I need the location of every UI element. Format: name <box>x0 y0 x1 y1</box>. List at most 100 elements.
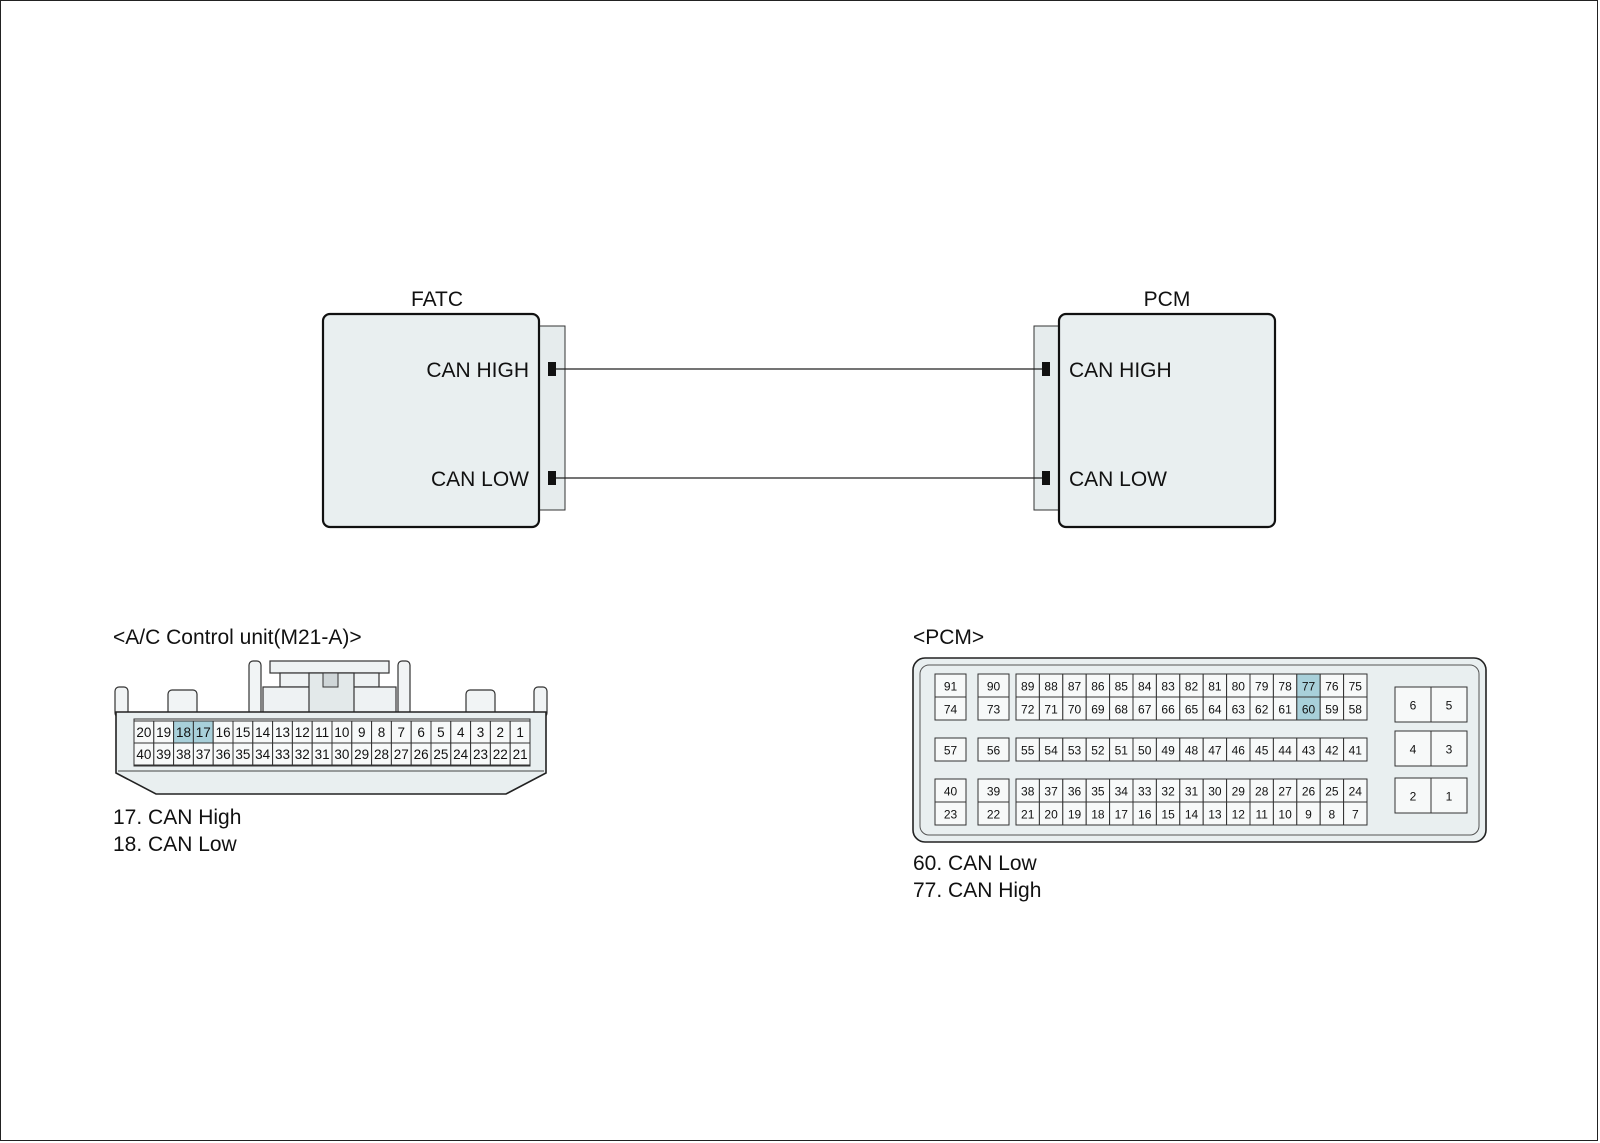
pin-box <box>977 801 1010 826</box>
pin-number: 7 <box>1352 808 1359 822</box>
pin-cell: 35 <box>232 742 254 766</box>
pin-number: 36 <box>216 747 231 762</box>
pin-number: 33 <box>275 747 290 762</box>
pin-cell: 18 <box>173 720 194 744</box>
fatc-can-low-terminal <box>548 471 556 485</box>
pin-cell: 16 <box>212 720 234 744</box>
pin-cell: 38 <box>1015 778 1040 803</box>
pin-number: 58 <box>1349 703 1363 717</box>
pin-box <box>1394 777 1432 814</box>
pin-cell: 87 <box>1062 673 1087 698</box>
pin-number: 12 <box>1232 808 1246 822</box>
pin-cell: 15 <box>1155 801 1181 826</box>
pin-cell: 2 <box>1394 777 1432 814</box>
pin-number: 10 <box>1278 808 1292 822</box>
pcm-can-high-terminal <box>1042 362 1050 376</box>
pin-number: 19 <box>1068 808 1082 822</box>
pin-cell: 50 <box>1132 737 1157 762</box>
pin-cell: 40 <box>934 778 967 803</box>
pin-number: 6 <box>1410 699 1417 713</box>
pin-cell: 13 <box>1202 801 1228 826</box>
pin-number: 70 <box>1068 703 1082 717</box>
pin-number: 29 <box>354 747 369 762</box>
pin-box <box>977 696 1010 721</box>
pin-cell: 51 <box>1109 737 1134 762</box>
pcm-title: PCM <box>1144 288 1191 311</box>
pin-number: 25 <box>433 747 448 762</box>
pin-number: 66 <box>1161 703 1175 717</box>
pin-number: 11 <box>315 725 329 740</box>
pin-cell: 88 <box>1038 673 1064 698</box>
pin-cell: 23 <box>934 801 967 826</box>
pin-cell: 1 <box>509 720 531 744</box>
pin-number: 5 <box>437 725 445 740</box>
pin-number: 56 <box>987 744 1001 758</box>
pin-number: 9 <box>358 725 366 740</box>
pin-cell: 6 <box>1394 686 1432 723</box>
pin-cell: 20 <box>1038 801 1064 826</box>
pcm-can-low-terminal <box>1042 471 1050 485</box>
pin-cell: 40 <box>133 742 155 766</box>
pin-cell: 18 <box>1085 801 1111 826</box>
pin-number: 45 <box>1255 744 1269 758</box>
pin-number: 49 <box>1161 744 1175 758</box>
pcm-pin-note: 77. CAN High <box>913 879 1042 902</box>
pin-number: 12 <box>295 725 310 740</box>
pin-cell: 23 <box>470 742 491 766</box>
fatc-can-high-terminal <box>548 362 556 376</box>
pin-cell: 5 <box>430 720 452 744</box>
pin-number: 35 <box>235 747 250 762</box>
pin-cell: 56 <box>977 737 1010 762</box>
pin-box <box>1343 801 1368 826</box>
pin-cell: 25 <box>430 742 452 766</box>
pin-cell: 60 <box>1296 696 1321 721</box>
pin-number: 61 <box>1278 703 1292 717</box>
pin-number: 8 <box>1329 808 1336 822</box>
pin-cell: 83 <box>1155 673 1181 698</box>
pin-cell: 75 <box>1343 673 1368 698</box>
pin-number: 24 <box>453 747 469 762</box>
pin-cell: 26 <box>1296 778 1321 803</box>
pin-number: 72 <box>1021 703 1035 717</box>
pin-number: 16 <box>1138 808 1152 822</box>
pin-cell: 39 <box>153 742 175 766</box>
pin-box <box>934 696 967 721</box>
pin-cell: 91 <box>934 673 967 698</box>
pin-cell: 71 <box>1038 696 1064 721</box>
pin-cell: 80 <box>1226 673 1251 698</box>
pin-number: 76 <box>1325 680 1339 694</box>
pin-cell: 55 <box>1015 737 1040 762</box>
pin-cell: 35 <box>1085 778 1111 803</box>
pin-number: 42 <box>1325 744 1339 758</box>
pin-cell: 9 <box>1296 801 1321 826</box>
pin-number: 30 <box>1208 785 1222 799</box>
pin-number: 13 <box>1208 808 1222 822</box>
pin-number: 87 <box>1068 680 1082 694</box>
pcm-can-low-label: CAN LOW <box>1069 468 1167 491</box>
pin-cell: 11 <box>1249 801 1274 826</box>
pin-cell: 19 <box>153 720 175 744</box>
pin-cell: 24 <box>450 742 472 766</box>
pin-number: 41 <box>1349 744 1363 758</box>
pin-number: 48 <box>1185 744 1199 758</box>
pin-box <box>1430 686 1468 723</box>
pin-cell: 73 <box>977 696 1010 721</box>
pin-cell: 85 <box>1109 673 1134 698</box>
pin-number: 77 <box>1302 680 1316 694</box>
pin-cell: 14 <box>1179 801 1204 826</box>
pin-number: 26 <box>414 747 429 762</box>
pcm-module: PCM CAN HIGH CAN LOW <box>1033 288 1277 529</box>
ac-pin-note: 18. CAN Low <box>113 833 237 856</box>
pcm-can-high-label: CAN HIGH <box>1069 359 1172 382</box>
pin-cell: 29 <box>1226 778 1251 803</box>
pin-number: 64 <box>1208 703 1222 717</box>
pin-number: 31 <box>1185 785 1199 799</box>
pin-number: 2 <box>497 725 505 740</box>
pin-cell: 8 <box>1319 801 1345 826</box>
fatc-module: FATC CAN HIGH CAN LOW <box>321 288 566 529</box>
pin-cell: 10 <box>331 720 353 744</box>
